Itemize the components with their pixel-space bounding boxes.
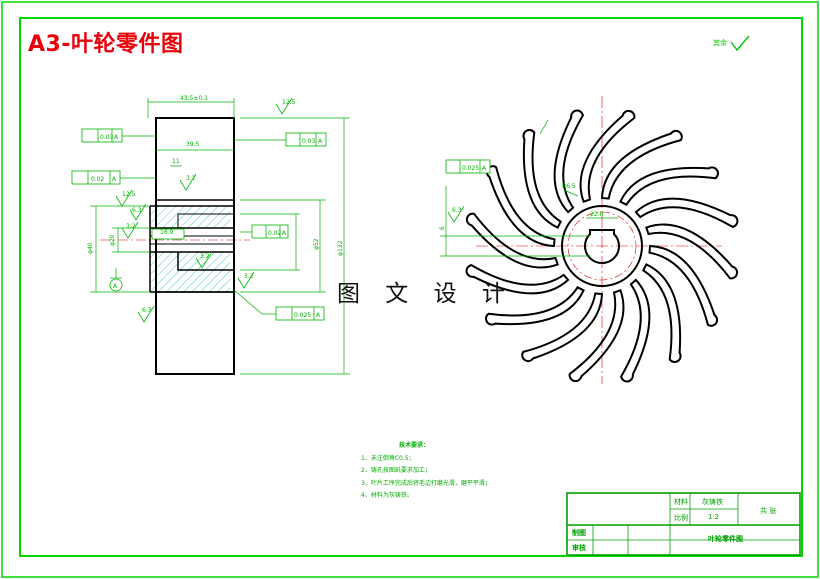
- front-view: [465, 96, 739, 384]
- tb-material-label: 材料: [674, 498, 688, 506]
- dim-keyway: 6: [439, 226, 446, 230]
- tb-scale-label: 比例: [674, 514, 688, 522]
- dim-overall-width: 43.5±0.1: [180, 95, 208, 102]
- title-block: [566, 492, 801, 556]
- section-view: [100, 117, 250, 375]
- front-dimensions: [440, 119, 618, 257]
- tol-datum-6: A: [482, 165, 487, 172]
- dim-inner-width: 39.5: [186, 141, 200, 148]
- tol-runout: 0.025: [294, 312, 311, 319]
- tb-material-value: 灰铸铁: [702, 498, 723, 506]
- impeller-blade: [642, 263, 682, 363]
- tol-datum-3: A: [318, 138, 323, 145]
- roughness-8: 6.3: [142, 307, 152, 314]
- tech-req-heading: 技术要求：: [399, 442, 430, 449]
- tol-flat-2: 0.02: [268, 230, 282, 237]
- tb-drawn-label: 制图: [572, 529, 586, 537]
- impeller-blade: [579, 109, 636, 203]
- roughness-9: 6.3: [452, 207, 462, 214]
- roughness-3: 3.2: [186, 175, 196, 182]
- tech-requirements: 技术要求： 1、未注倒角C0.5； 2、铸孔按图纸要求加工； 3、叶片工序完成后…: [361, 440, 491, 503]
- corner-roughness-label: 其余: [713, 39, 727, 47]
- impeller-blade: [648, 244, 719, 327]
- impeller-blade: [465, 212, 559, 269]
- dim-hub: 11: [172, 158, 180, 165]
- impeller-blade: [620, 278, 651, 383]
- impeller-blade: [634, 197, 739, 228]
- tol-perp-1: 0.03: [100, 134, 114, 141]
- tol-datum-4: A: [282, 230, 287, 237]
- drawing-title: A3-叶轮零件图: [28, 32, 184, 57]
- roughness-7: 6.3: [132, 207, 142, 214]
- roughness-symbols: [115, 97, 465, 323]
- tolerance-frames-front: [445, 159, 491, 174]
- impeller-blade: [521, 292, 604, 363]
- datum-a-circle: [109, 278, 123, 292]
- impeller-blade: [600, 129, 683, 200]
- dim-bore-dia: φ20: [109, 234, 116, 246]
- tol-datum-1: A: [114, 134, 119, 141]
- impeller-blade: [485, 286, 585, 326]
- check-roughness-icon: [730, 35, 750, 52]
- roughness-4: 3.2: [126, 223, 136, 230]
- dim-ring-dia: φ52: [313, 238, 320, 250]
- dim-radius: R6.5: [562, 183, 576, 190]
- dim-outer-dia: φ132: [337, 240, 344, 256]
- roughness-2: 12.5: [122, 191, 136, 198]
- corner-roughness-note: 其余: [713, 34, 751, 52]
- dim-shaft-dia: φ40: [87, 242, 94, 254]
- tech-req-item: 1、未注倒角C0.5；: [361, 454, 415, 462]
- roughness-5: 3.2: [200, 253, 210, 260]
- tb-checked-label: 审核: [572, 544, 586, 552]
- impeller-blade: [568, 289, 625, 383]
- tech-req-item: 3、叶片工序完成后将毛边打磨光滑，磨平平滑；: [361, 479, 491, 487]
- impeller-blade: [619, 166, 719, 206]
- tb-part-name: 叶轮零件图: [708, 535, 743, 543]
- tb-sheet-label: 共 张: [760, 507, 777, 515]
- tol-perp-2: 0.03: [302, 138, 316, 145]
- dim-key-slot: 22.8: [590, 211, 604, 218]
- roughness-6: 3.2: [244, 273, 254, 280]
- section-dimensions: [90, 98, 350, 375]
- dim-hub-len: 16.9: [160, 229, 174, 236]
- impeller-blade: [553, 109, 584, 214]
- watermark-text: 图 文 设 计: [337, 281, 514, 307]
- roughness-1: 12.5: [282, 99, 296, 106]
- inner-frame: [19, 17, 803, 557]
- tol-flat-1: 0.02: [91, 176, 105, 183]
- impeller-blade: [522, 129, 562, 229]
- tb-scale-value: 1:2: [708, 513, 720, 521]
- tol-datum-5: A: [316, 312, 321, 319]
- tech-req-item: 4、材料为灰铸铁。: [361, 492, 413, 499]
- tech-req-item: 2、铸孔按图纸要求加工；: [361, 467, 431, 474]
- impeller-blade: [645, 223, 739, 280]
- tol-datum-2: A: [112, 176, 117, 183]
- datum-a-label: A: [113, 283, 118, 290]
- impeller-blade: [465, 264, 570, 295]
- tol-sym: 0.025: [462, 165, 479, 172]
- tolerance-frames-section: [71, 128, 327, 321]
